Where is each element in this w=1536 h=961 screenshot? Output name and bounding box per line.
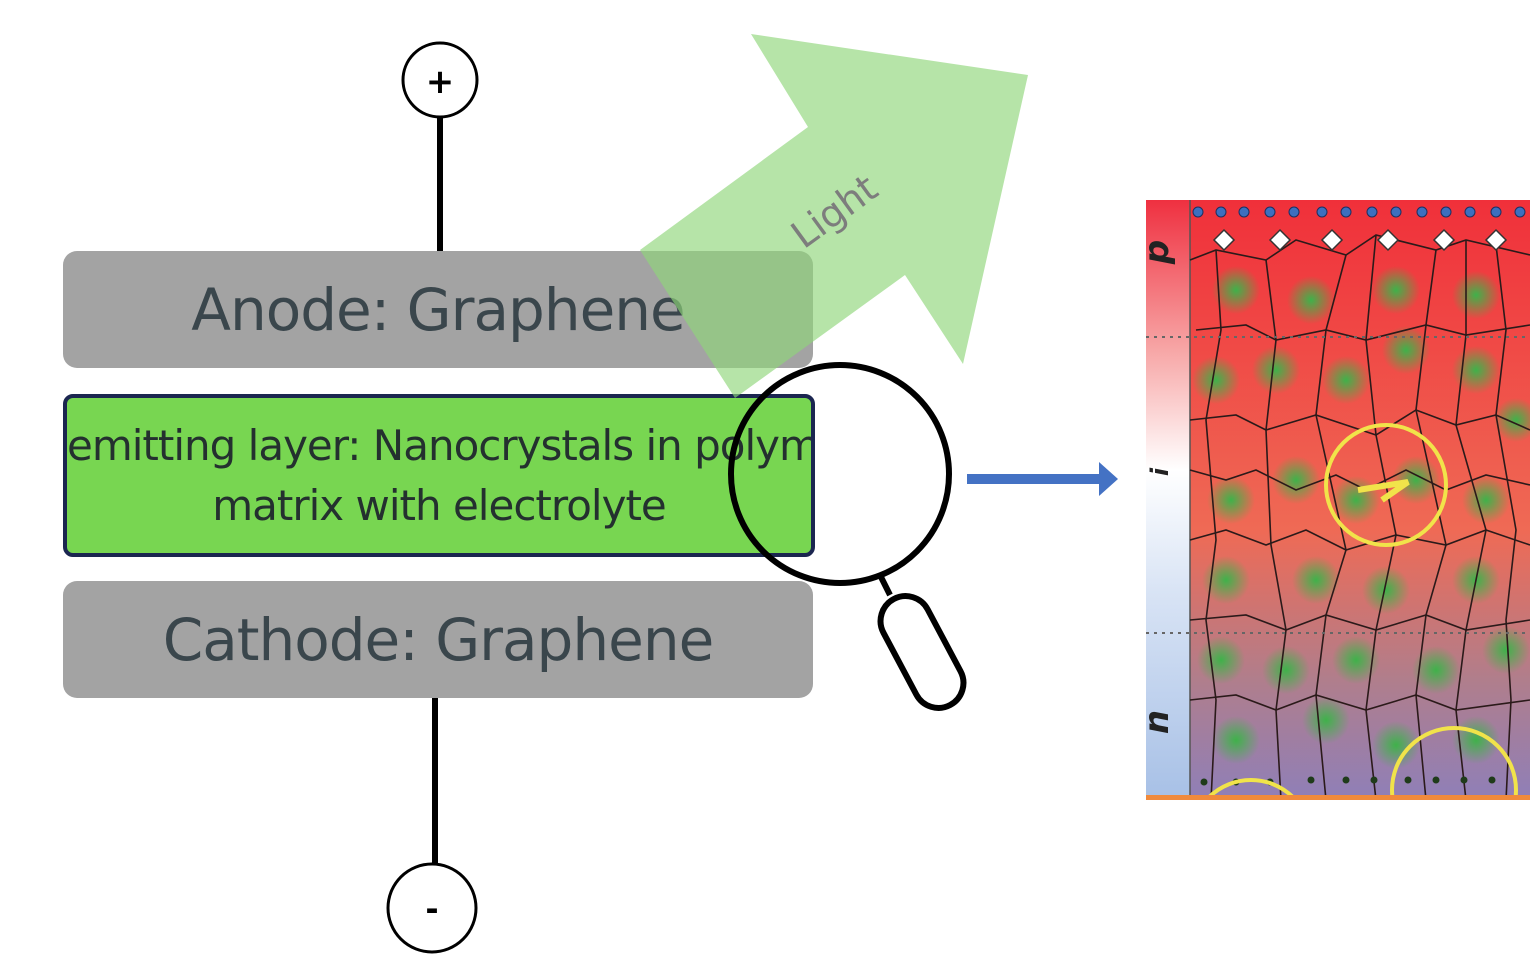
positive-terminal: + bbox=[401, 41, 479, 119]
positive-terminal-label: + bbox=[426, 62, 455, 102]
highlight-circle-bottom-right bbox=[1390, 726, 1518, 800]
emitting-label-line1: emitting layer: Nanocrystals in polymer bbox=[67, 420, 815, 470]
negative-terminal: - bbox=[386, 862, 478, 954]
panel-side-strip bbox=[1146, 200, 1190, 800]
magnifier-icon bbox=[728, 362, 967, 711]
zoom-panel: p i n bbox=[1146, 200, 1530, 800]
emitting-layer: emitting layer: Nanocrystals in polymer … bbox=[63, 394, 815, 557]
cathode-label: Cathode: Graphene bbox=[162, 605, 715, 674]
panel-bottom-bar bbox=[1146, 795, 1530, 800]
emitter-dots bbox=[1192, 266, 1530, 769]
cathode-layer: Cathode: Graphene bbox=[63, 581, 813, 698]
light-arrow bbox=[640, 34, 1028, 398]
pointer-arrow-icon bbox=[967, 462, 1118, 496]
emitting-label-line2: matrix with electrolyte bbox=[212, 480, 667, 530]
grain-boundaries bbox=[1189, 234, 1530, 800]
hole-markers bbox=[1192, 206, 1526, 252]
region-label-i: i bbox=[1146, 467, 1174, 476]
highlight-circle-bottom-left bbox=[1203, 778, 1299, 800]
recombination-highlight bbox=[1324, 423, 1448, 547]
negative-terminal-label: - bbox=[425, 890, 438, 928]
anode-label: Anode: Graphene bbox=[191, 275, 685, 344]
region-label-n: n bbox=[1146, 710, 1177, 734]
region-label-p: p bbox=[1146, 240, 1177, 265]
